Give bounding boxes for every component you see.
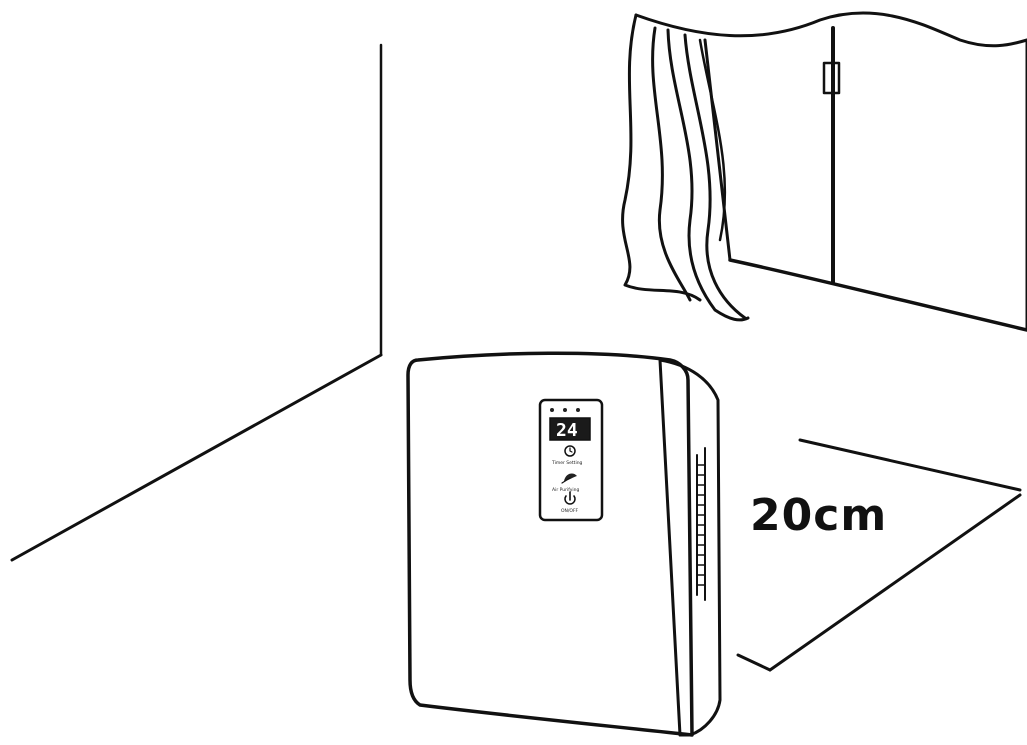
clearance-area: 20cm (736, 438, 1022, 672)
control-panel: 24 Timer Setting Air Purifying (538, 398, 604, 522)
timer-button-label: Timer Setting (551, 460, 583, 466)
power-button[interactable]: ON/OFF (561, 491, 579, 514)
display-value: 24 (556, 420, 578, 441)
timer-button[interactable]: Timer Setting (551, 445, 583, 466)
power-icon (564, 491, 576, 505)
digital-display (549, 417, 591, 441)
side-vent-grille (696, 447, 706, 601)
leaf-icon (561, 473, 577, 484)
window-with-curtain (621, 11, 1027, 332)
air-purify-button-label: Air Purifying (552, 487, 579, 493)
distance-label: 20cm (750, 490, 887, 541)
clock-icon (564, 445, 576, 457)
device-unit: 24 Timer Setting Air Purifying (406, 351, 722, 737)
air-purify-button[interactable]: Air Purifying (552, 473, 579, 493)
room-corner (10, 43, 383, 562)
power-button-label: ON/OFF (561, 508, 579, 514)
